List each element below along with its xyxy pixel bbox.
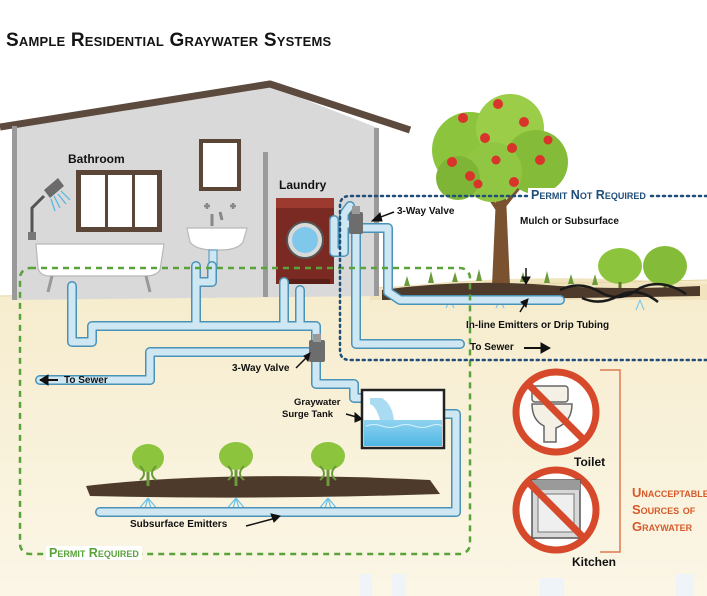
- label-subsurface-emitters: Subsurface Emitters: [130, 519, 228, 530]
- unacceptable-heading: Unacceptable Sources of Graywater: [632, 484, 707, 535]
- room-label-bathroom: Bathroom: [68, 152, 125, 166]
- shrubs: [598, 246, 687, 292]
- label-to-sewer-right: To Sewer: [470, 342, 514, 353]
- label-surge-tank-line1: Graywater: [294, 397, 341, 408]
- apple-tree: [432, 94, 568, 286]
- permit-required-zone: [18, 266, 472, 556]
- mulch-lower: [86, 476, 440, 498]
- zone-label-permit-required: Permit Required: [46, 546, 142, 560]
- bathroom-window: [76, 170, 162, 232]
- surge-tank: [360, 388, 446, 450]
- toilet-prohibited-icon: [512, 368, 600, 456]
- label-surge-tank-line2: Surge Tank: [282, 409, 334, 420]
- mirror: [199, 139, 241, 191]
- label-mulch: Mulch or Subsurface: [520, 216, 619, 227]
- unacceptable-heading-line1: Unacceptable: [632, 485, 707, 500]
- zone-label-permit-not-required: Permit Not Required: [528, 188, 649, 202]
- washing-machine: [276, 198, 334, 284]
- shower-head: [30, 178, 71, 240]
- unacceptable-heading-line3: Graywater: [632, 519, 693, 534]
- label-to-sewer-left: To Sewer: [64, 375, 108, 386]
- unacceptable-bracket: [600, 369, 621, 553]
- room-label-laundry: Laundry: [279, 178, 327, 192]
- label-valve-left: 3-Way Valve: [232, 363, 290, 374]
- label-kitchen: Kitchen: [572, 555, 617, 569]
- bathroom-sink: [186, 203, 248, 267]
- valve-left: [309, 334, 325, 362]
- label-toilet: Toilet: [574, 455, 606, 469]
- background-watermark: [360, 574, 694, 596]
- valve-top: [349, 206, 363, 234]
- flow-arrows: [39, 211, 552, 527]
- page-title: Sample Residential Graywater Systems: [6, 30, 332, 51]
- kitchen-prohibited-icon: [512, 466, 600, 554]
- permit-not-required-zone: [338, 194, 707, 362]
- label-emitters-inline: In-line Emitters or Drip Tubing: [466, 320, 610, 331]
- unacceptable-heading-line2: Sources of: [632, 502, 696, 517]
- label-valve-top: 3-Way Valve: [397, 206, 455, 217]
